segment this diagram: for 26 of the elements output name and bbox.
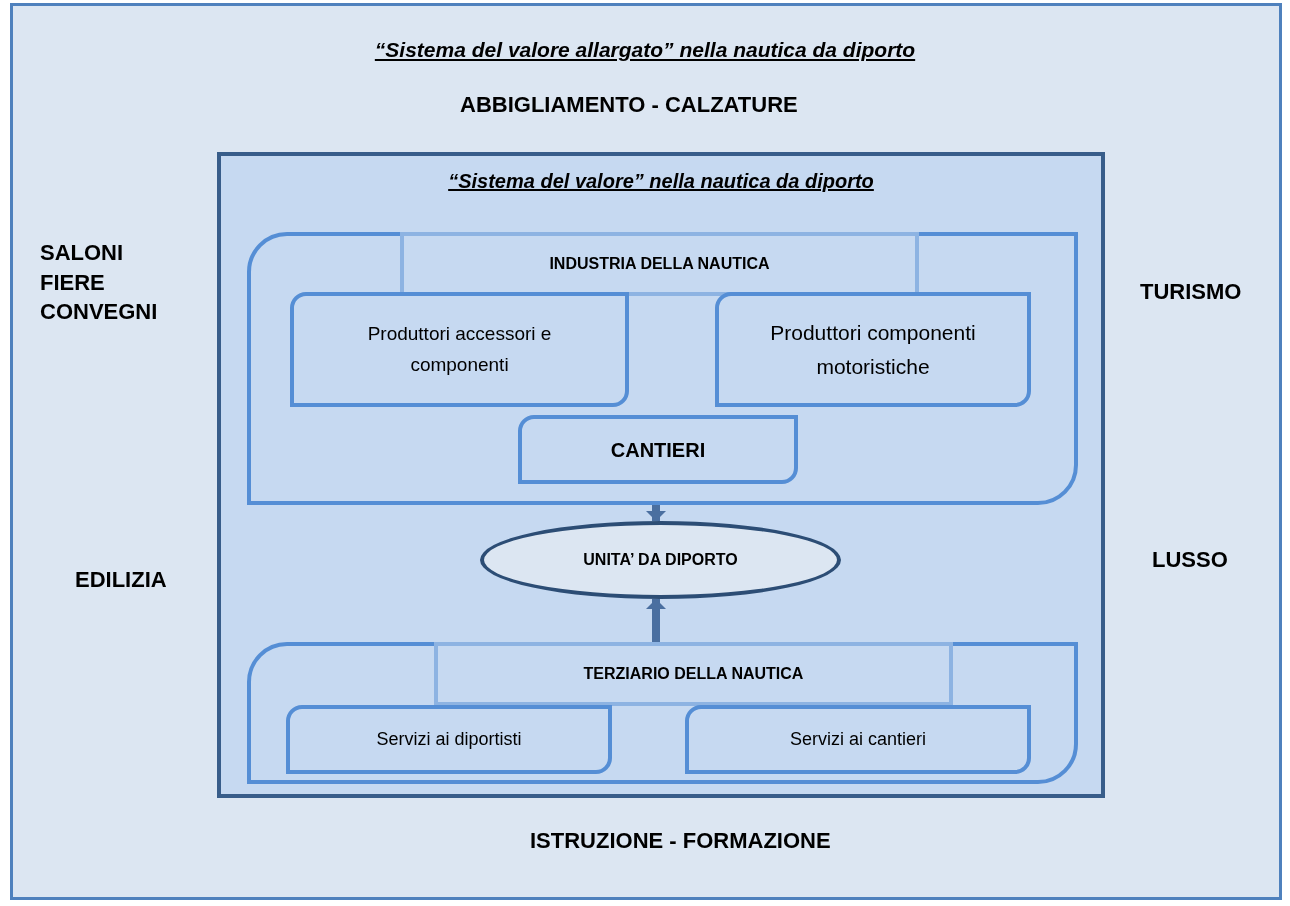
process-box	[290, 292, 629, 407]
process-box	[715, 292, 1031, 407]
panel-header-band: INDUSTRIA DELLA NAUTICA	[400, 232, 919, 296]
panel-header-band: TERZIARIO DELLA NAUTICA	[434, 642, 953, 706]
process-box	[685, 705, 1031, 774]
sector-label: SALONI FIERE CONVEGNI	[40, 239, 158, 327]
frame-heading: “Sistema del valore” nella nautica da diporto	[447, 170, 875, 193]
box-label: CANTIERI	[609, 437, 707, 463]
process-box	[518, 415, 798, 484]
diagram-title: “Sistema del valore allargato” nella nautica da diporto	[373, 38, 917, 62]
group-panel	[247, 642, 1078, 784]
box-label: Servizi ai cantieri	[788, 728, 927, 752]
box-label: Produttori accessori e componenti	[366, 322, 553, 377]
system-frame	[217, 152, 1105, 798]
block-arrow	[646, 505, 666, 521]
sector-label: ISTRUZIONE - FORMAZIONE	[530, 827, 831, 855]
process-box	[286, 705, 612, 774]
group-panel	[247, 232, 1078, 505]
sector-label: LUSSO	[1152, 546, 1228, 574]
box-label: Servizi ai diportisti	[375, 728, 523, 752]
sector-label: TURISMO	[1140, 278, 1242, 306]
box-label: Produttori componenti motoristiche	[769, 319, 977, 380]
sector-label: ABBIGLIAMENTO - CALZATURE	[460, 91, 798, 119]
block-arrow	[646, 599, 666, 642]
ellipse-label: UNITA’ DA DIPORTO	[583, 551, 738, 569]
sector-label: EDILIZIA	[75, 566, 167, 594]
